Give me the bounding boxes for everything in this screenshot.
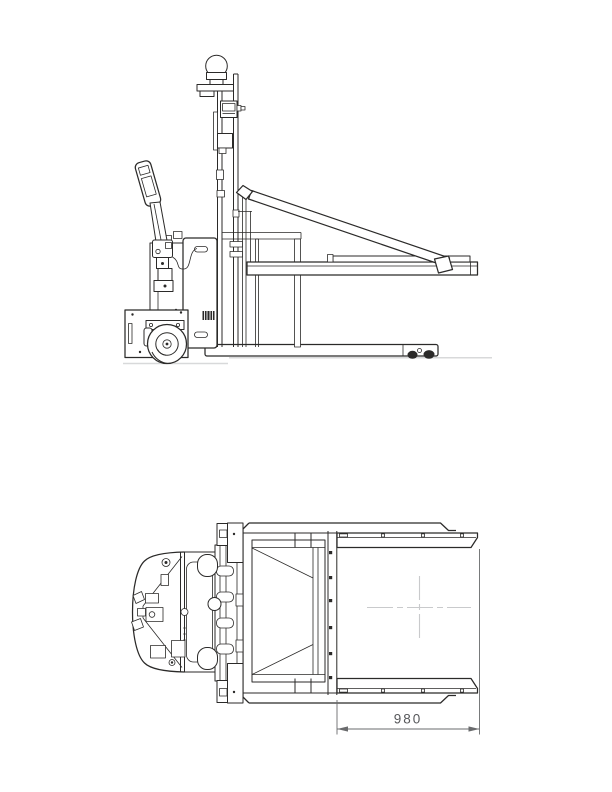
nose-cover-plan [131, 551, 186, 673]
cover-vent-slot [194, 246, 208, 253]
tiller-grip [134, 160, 162, 207]
dimension-annotation: 980 [336, 549, 480, 735]
mast-plate [213, 111, 218, 151]
sensor-knob [236, 105, 242, 112]
tilt-strut [235, 184, 454, 274]
platform-frame-plan [251, 539, 326, 683]
side-rails [243, 532, 337, 694]
backrest-bar [327, 531, 338, 695]
leg-mount-bottom [216, 663, 244, 704]
straddle-outline [242, 522, 456, 704]
cover-vent-slot [194, 331, 208, 338]
strut-end-cap [235, 184, 254, 201]
mast-column-plan [214, 544, 244, 682]
lift-cylinder [255, 238, 259, 347]
beacon-bracket [196, 84, 234, 92]
plan-view-drawing: 980 [131, 522, 480, 735]
mast-sensor-box [213, 100, 246, 154]
beacon-light [196, 54, 234, 97]
rear-frame [222, 232, 302, 240]
load-roller [423, 350, 435, 359]
tiller-cable [172, 248, 198, 270]
carriage-tab [229, 241, 243, 248]
fork-top [336, 532, 479, 549]
centerline-cross [367, 576, 471, 641]
strut-end-cap [433, 255, 454, 274]
drive-wheel-plan [197, 647, 218, 670]
folded-tiller-plan [131, 591, 164, 631]
tiller-handle [134, 160, 198, 292]
carriage-tab [229, 251, 243, 258]
load-roller [407, 350, 418, 359]
serial-label [202, 311, 215, 320]
roller-axle-bolt [417, 348, 422, 353]
tractor-body-plan [180, 551, 222, 673]
rear-upright [294, 238, 301, 348]
dimension-arrow-right [468, 726, 480, 732]
straddle-leg [204, 343, 439, 359]
mast [216, 73, 302, 348]
dimension-label: 980 [394, 712, 423, 727]
body-cover [182, 237, 218, 349]
drive-wheel-plan [197, 554, 218, 577]
fork-bottom [336, 677, 479, 694]
side-view-drawing [123, 54, 492, 365]
caster-wheel [143, 320, 188, 365]
dimension-arrow-left [337, 726, 348, 732]
leg-mount-top [216, 522, 244, 563]
